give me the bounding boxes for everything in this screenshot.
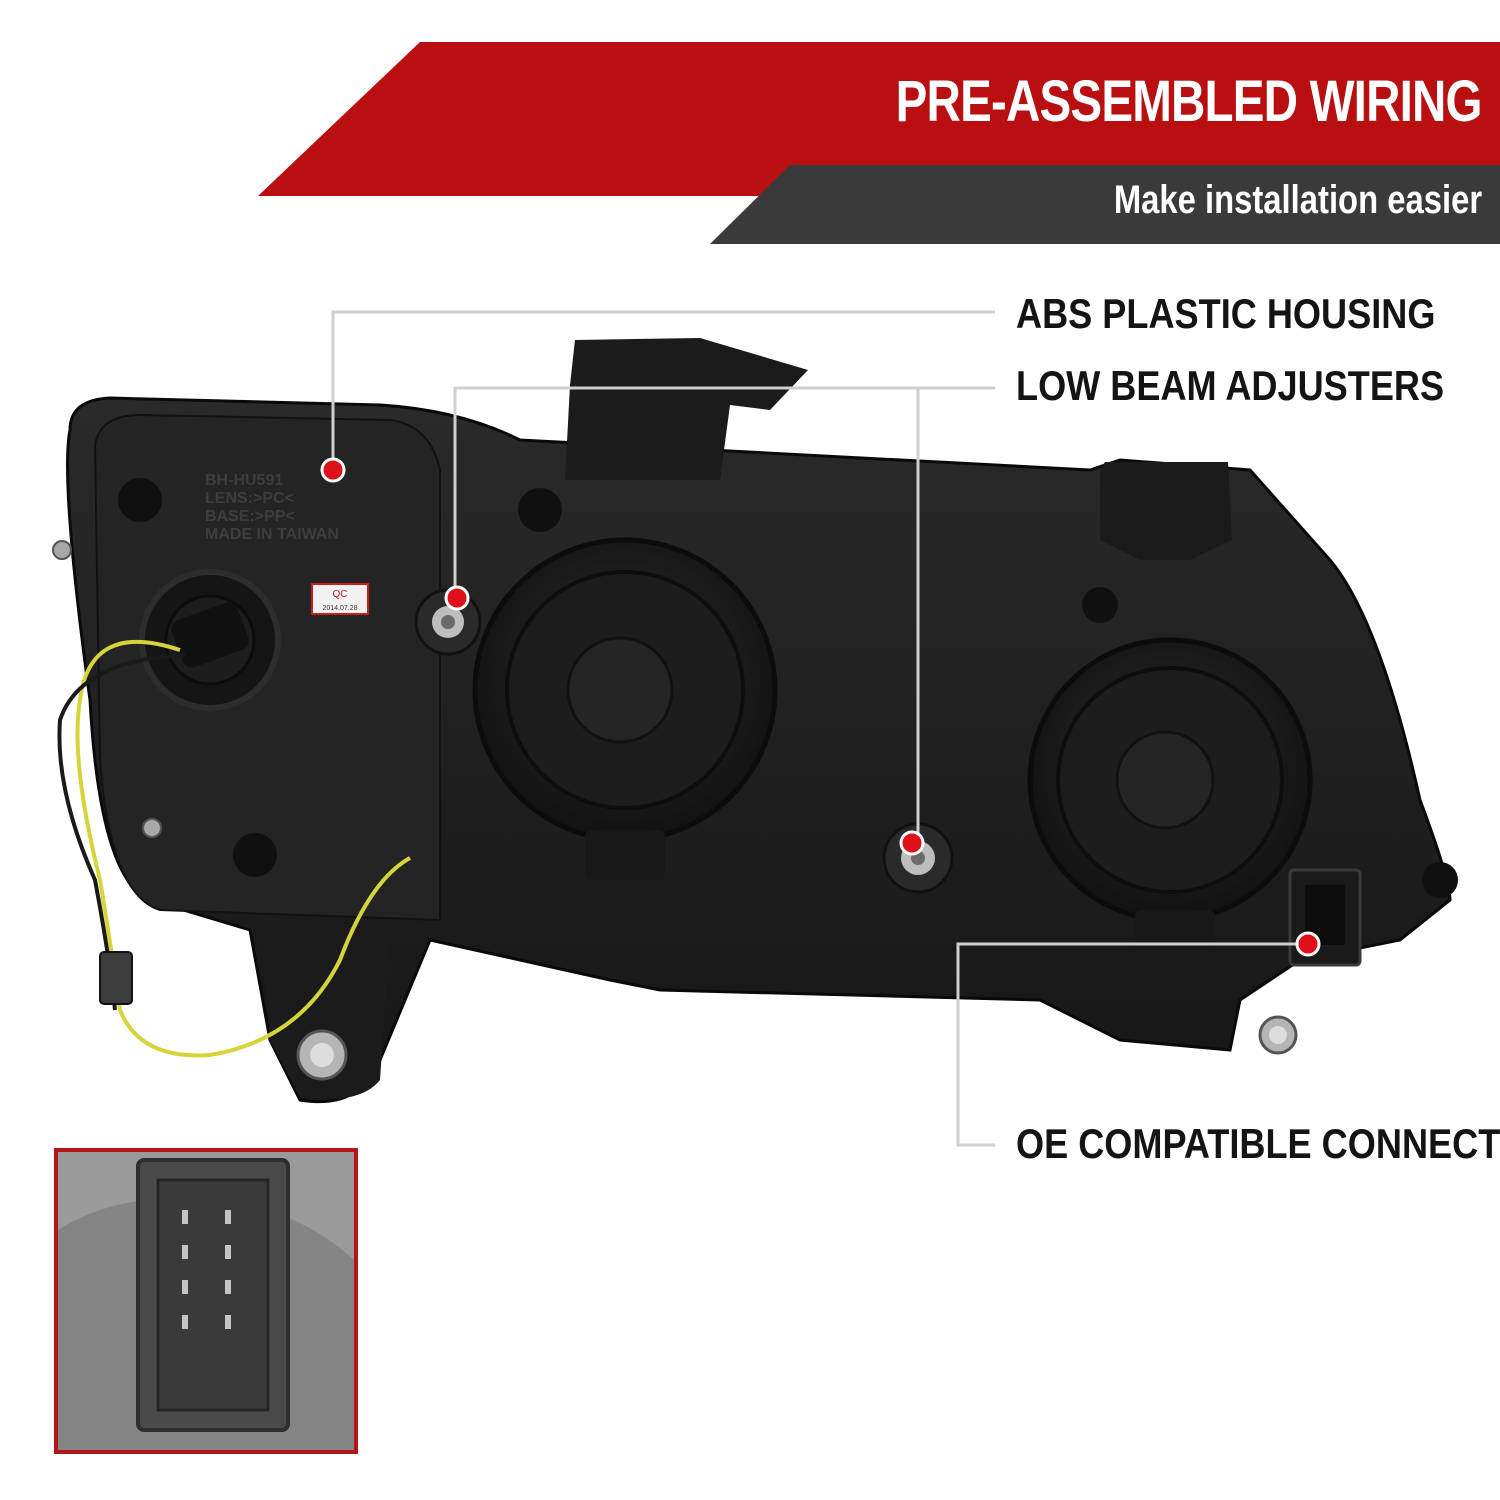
connector-inset bbox=[54, 1148, 358, 1454]
high-beam-cap bbox=[1027, 637, 1313, 950]
lens-text: LENS:>PC< bbox=[205, 490, 294, 507]
svg-text:2014.07.28: 2014.07.28 bbox=[322, 605, 357, 612]
svg-text:QC: QC bbox=[333, 589, 348, 600]
part-number-text: BH-HU591 bbox=[205, 472, 283, 489]
callout-oe-connector: OE COMPATIBLE CONNECTOR bbox=[1016, 1120, 1500, 1167]
housing-marker bbox=[320, 457, 346, 483]
page-subtitle: Make installation easier bbox=[1113, 178, 1482, 222]
origin-text: MADE IN TAIWAN bbox=[205, 526, 339, 543]
embossed-text: BH-HU591 LENS:>PC< BASE:>PP< MADE IN TAI… bbox=[205, 472, 339, 543]
adjuster-marker-bottom bbox=[899, 830, 925, 856]
page-title: PRE-ASSEMBLED WIRING bbox=[895, 69, 1483, 134]
wiring-harness bbox=[57, 639, 411, 1058]
mounting-tab-right bbox=[1100, 462, 1232, 560]
wire-plug bbox=[99, 951, 133, 1005]
qc-sticker: QC 2014.07.28 bbox=[311, 583, 369, 615]
low-beam-cap bbox=[472, 537, 778, 880]
callout-abs-housing: ABS PLASTIC HOUSING bbox=[1016, 290, 1436, 337]
callout-markers bbox=[320, 457, 1321, 957]
adjuster-marker-top bbox=[444, 585, 470, 611]
mounting-tab bbox=[565, 338, 808, 480]
callout-low-beam-adjusters: LOW BEAM ADJUSTERS bbox=[1016, 362, 1445, 409]
leader-lines bbox=[331, 310, 1300, 1147]
connector-marker bbox=[1295, 931, 1321, 957]
base-text: BASE:>PP< bbox=[205, 508, 295, 525]
